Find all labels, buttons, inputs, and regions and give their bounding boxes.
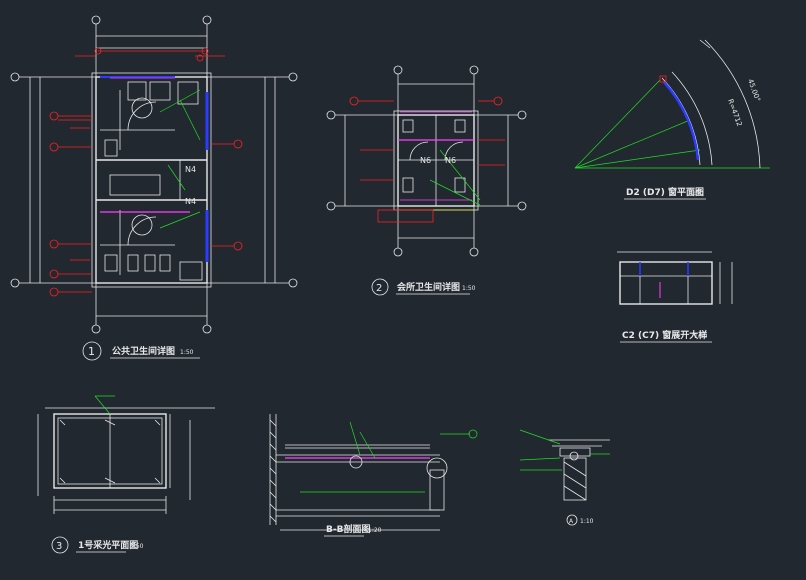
public-toilet-plan: N4 N4 1 公共卫生间详图 1:50 [10,15,298,361]
room-tag: N4 [185,165,196,174]
drawing-number: 1 [88,345,95,358]
drawing-title: 会所卫生间详图 [397,281,460,293]
drawing-title: C2 (C7) 窗展开大样 [622,329,707,341]
drawing-number-circle [51,536,69,554]
room-tag: N6 [445,156,456,165]
staff-toilet-plan: N6 N6 2 会所卫生间详图 1:50 [326,65,527,296]
drawing-number-circle [371,278,389,296]
drawing-scale: 1:20 [368,527,382,534]
detail-number: A [569,518,574,525]
drawing-scale: 1:50 [694,333,708,340]
drawing-scale: 1:50 [180,349,194,356]
detail-number-circle [566,514,578,526]
section-bb: B-B剖面图 1:20 [269,414,478,537]
drawing-title: B-B剖面图 [326,523,370,535]
drawing-number: 2 [376,283,382,294]
c2-window-elevation: C2 (C7) 窗展开大样 1:50 [617,251,733,343]
skylight-plan: 3 1号采光平面图 1:50 [37,395,215,554]
angle-label: 45.00° [746,78,762,103]
drawing-scale: 1:50 [130,543,144,550]
drawing-scale: 1:50 [690,190,704,197]
drawing-number-circle [82,341,102,361]
drawing-title: 公共卫生间详图 [112,345,175,357]
drawing-title: 1号采光平面图 [78,539,138,551]
drawing-title: D2 (D7) 窗平面图 [626,186,704,198]
drawing-scale: 1:10 [580,518,594,525]
room-tag: N6 [420,156,431,165]
detail-a: A 1:10 [519,429,610,526]
room-tag: N4 [185,197,196,206]
radius-label: R=4712 [726,98,743,128]
drawing-number: 3 [56,541,62,552]
d2-window-plan: R=4712 45.00° D2 (D7) 窗平面图 1:50 [574,39,770,200]
drawing-scale: 1:50 [462,285,476,292]
